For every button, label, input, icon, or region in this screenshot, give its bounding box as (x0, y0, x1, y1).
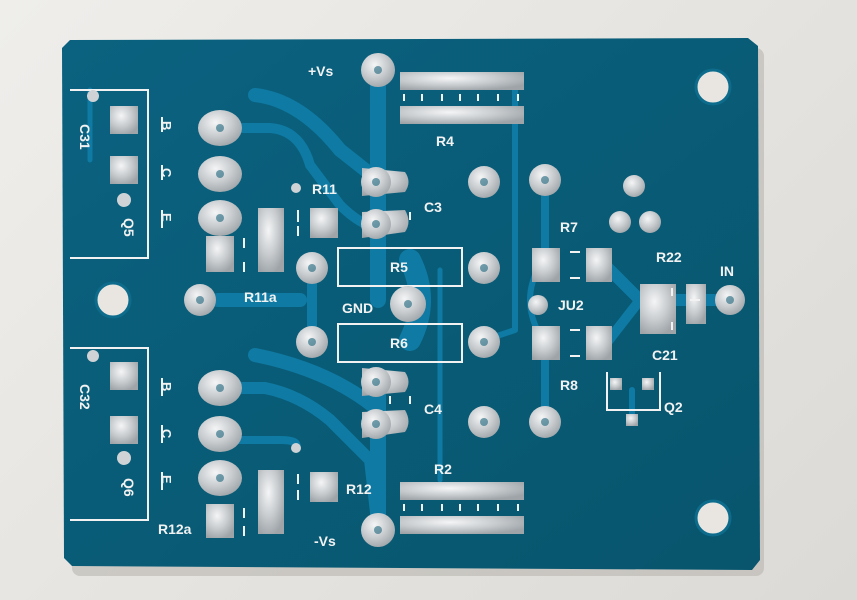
label-in: IN (720, 263, 734, 279)
label-gnd: GND (342, 300, 373, 316)
label-c32: C32 (77, 384, 93, 410)
label-q5-pin-e: E (159, 213, 174, 222)
label-q5-pin-b: B (159, 121, 174, 130)
mounting-holes (94, 68, 732, 537)
label-r4: R4 (436, 133, 454, 149)
label-r8: R8 (560, 377, 578, 393)
label-c4: C4 (424, 401, 442, 417)
label-ju2: JU2 (558, 297, 584, 313)
label-c31: C31 (77, 124, 93, 150)
label-q6-pin-e: E (159, 475, 174, 484)
label-q6: Q6 (121, 478, 137, 497)
label-plus-vs: +Vs (308, 63, 334, 79)
r4-footprint (400, 72, 524, 124)
label-c21: C21 (652, 347, 678, 363)
label-q6-pin-c: C (159, 429, 174, 439)
label-r5: R5 (390, 259, 408, 275)
label-q2: Q2 (664, 399, 683, 415)
label-r2: R2 (434, 461, 452, 477)
label-r11: R11 (312, 181, 337, 197)
smd-pads (110, 106, 706, 538)
label-r6: R6 (390, 335, 408, 351)
vias (87, 90, 301, 465)
silkscreen-outlines (70, 89, 661, 521)
label-r22: R22 (656, 249, 682, 265)
label-r12: R12 (346, 481, 372, 497)
label-r7: R7 (560, 219, 578, 235)
label-r12a: R12a (158, 521, 192, 537)
r2-footprint (400, 482, 524, 534)
label-q5-pin-c: C (159, 168, 174, 178)
label-r11a: R11a (244, 289, 277, 305)
through-hole-pads (184, 53, 745, 547)
label-q6-pin-b: B (159, 382, 174, 391)
label-minus-vs: -Vs (314, 533, 336, 549)
silkscreen-labels: +Vs -Vs GND IN R4 R11 R11a R12 R12a C3 C… (77, 63, 734, 549)
label-c3: C3 (424, 199, 442, 215)
label-q5: Q5 (121, 218, 137, 237)
